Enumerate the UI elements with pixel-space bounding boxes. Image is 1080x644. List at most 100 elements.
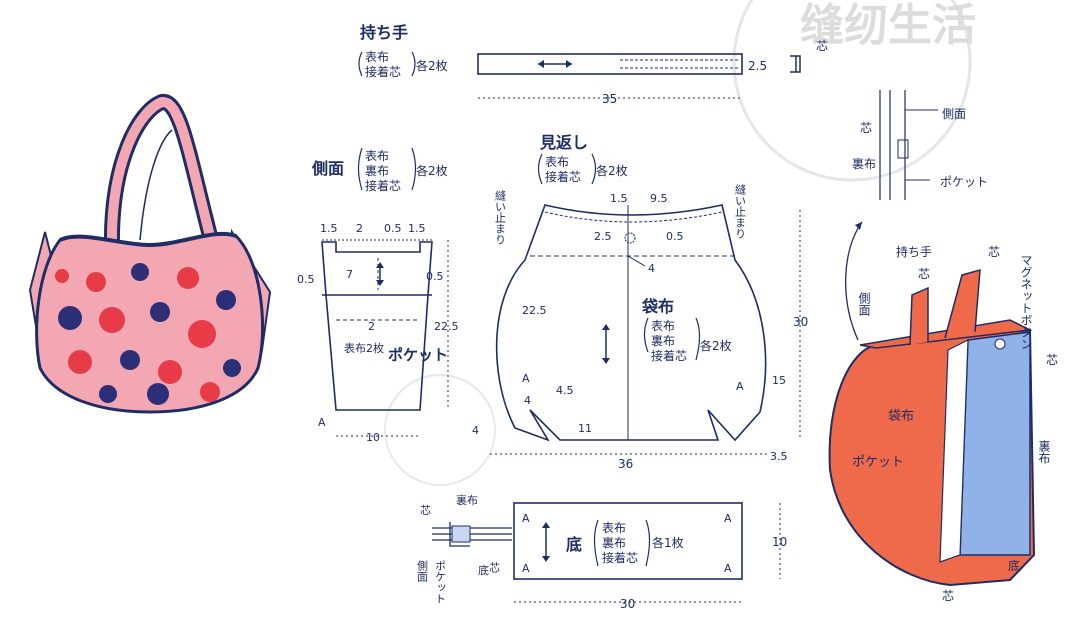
bag-illustration (28, 94, 272, 414)
body-fabric2: 裏布 (651, 333, 675, 348)
facing-dim-3: 2.5 (594, 230, 612, 243)
asm-core-top: 芯 (860, 121, 872, 135)
body-corner-a-right: A (736, 380, 744, 393)
side-inner-dim: 2 (368, 320, 375, 333)
asm-handle: 持ち手 (896, 244, 932, 259)
bag-polka-dots (55, 263, 241, 405)
asm-core-bottom: 芯 (942, 589, 954, 603)
side-width: 10 (366, 431, 380, 444)
bottom-count: 各1枚 (652, 535, 684, 550)
body-piece-outline (495, 204, 767, 442)
bottom-corner-a-tr: A (724, 512, 732, 525)
handle-length: 35 (602, 92, 617, 106)
xsec-pocket: ポケット (434, 560, 447, 604)
side-top-dim-1: 1.5 (320, 222, 338, 235)
bottom-width: 30 (620, 597, 635, 611)
facing-dim-2: 9.5 (650, 192, 668, 205)
body-fabric1: 表布 (651, 319, 675, 333)
bottom-title: 底 (566, 535, 582, 554)
side-corner-a: A (318, 416, 326, 429)
xsec-core: 芯 (420, 503, 431, 517)
facing-count: 各2枚 (596, 163, 628, 178)
side-fabric1: 表布 (365, 149, 389, 163)
asm-core-right: 芯 (1046, 353, 1058, 367)
asm-handle-core2: 芯 (988, 245, 1000, 259)
body-count: 各2枚 (700, 338, 732, 353)
asm-side-top: 側面 (942, 107, 966, 121)
handle-fabric1: 表布 (365, 50, 389, 64)
watermark-text: 缝纫生活 (800, 0, 976, 51)
side-height: 22.5 (434, 320, 459, 333)
side-right-dim: 0.5 (426, 270, 444, 283)
body-side-dim: 22.5 (522, 304, 547, 317)
bottom-fabric2: 裏布 (602, 535, 626, 550)
asm-magnet: マグネットボタン (1019, 254, 1033, 350)
seam-cross-section: 裏布 芯 側面 ポケット 底 芯 (416, 493, 512, 604)
facing-fabric2: 接着芯 (545, 169, 581, 184)
magnet-button-icon (994, 338, 1006, 350)
bottom-corner-a-bl: A (522, 562, 530, 575)
body-height: 30 (793, 315, 808, 329)
side-top-dim-3: 0.5 (384, 222, 402, 235)
side-top-dim-2: 2 (356, 222, 363, 235)
body-title: 袋布 (641, 297, 674, 316)
body-notch-dim-3: 4 (472, 424, 479, 437)
handle-fold-icon (790, 55, 801, 73)
xsec-side: 側面 (416, 560, 429, 582)
asm-pocket-top: ポケット (940, 175, 988, 189)
facing-dim-5: 4 (648, 262, 655, 275)
magnet-mark-icon (624, 232, 636, 244)
bottom-fabric3: 接着芯 (602, 550, 638, 565)
facing-dim-4: 0.5 (666, 230, 684, 243)
asm-lining-shell (959, 331, 1031, 556)
xsec-core2: 芯 (488, 561, 501, 573)
side-fabric3: 接着芯 (365, 178, 401, 193)
body-bottom-dim: 3.5 (770, 450, 788, 463)
side-left-dim: 0.5 (297, 273, 315, 286)
xsec-bottom: 底 (478, 563, 489, 577)
asm-lining: 裏布 (1037, 439, 1051, 465)
side-piece-outline (321, 241, 433, 411)
body-fabric3: 接着芯 (651, 348, 687, 363)
pocket-title: ポケット (388, 346, 448, 364)
body-notch-dim-2: 4.5 (556, 384, 574, 397)
side-fold-dim: 7 (346, 268, 353, 281)
body-notch-dim-4: 11 (578, 422, 592, 435)
body-right-dim: 15 (772, 374, 786, 387)
handle-count: 各2枚 (416, 58, 448, 73)
bottom-corner-a-br: A (724, 562, 732, 575)
side-top-dim-4: 1.5 (408, 222, 426, 235)
body-width: 36 (618, 457, 633, 471)
bottom-corner-a-tl: A (522, 512, 530, 525)
asm-pocket: ポケット (852, 455, 904, 470)
pocket-detail: 表布2枚 (344, 341, 384, 355)
handle-fabric2: 接着芯 (365, 64, 401, 79)
facing-dim-1: 1.5 (610, 192, 628, 205)
body-notch-dim-1: 4 (524, 394, 531, 407)
bottom-height: 10 (772, 535, 787, 549)
assembly-illustration: 側面 芯 裏布 ポケット 持ち手 芯 芯 マグネットボタン 側面 芯 袋布 ポケ… (828, 90, 1058, 603)
bottom-piece-outline (513, 502, 743, 580)
asm-body: 袋布 (888, 409, 914, 424)
body-pattern: 見返し 表布 接着芯 各2枚 縫い止まり 縫い止まり 1.5 9.5 2.5 0… (472, 133, 808, 471)
handle-strip (477, 53, 743, 75)
asm-handle-core: 芯 (918, 267, 930, 281)
asm-side: 側面 (857, 292, 871, 316)
asm-lining-top: 裏布 (852, 156, 876, 171)
xsec-lining: 裏布 (456, 493, 478, 507)
side-title: 側面 (311, 159, 344, 178)
facing-stitch-right: 縫い止まり (734, 183, 747, 239)
watermark: 缝纫生活 (384, 0, 976, 486)
facing-stitch-left: 縫い止まり (494, 189, 507, 245)
handle-title: 持ち手 (360, 23, 408, 42)
side-count: 各2枚 (416, 163, 448, 178)
asm-bottom: 底 (1008, 558, 1020, 573)
facing-fabric1: 表布 (545, 155, 569, 169)
handle-width: 2.5 (748, 59, 767, 73)
facing-title: 見返し (539, 133, 588, 152)
handle-core: 芯 (816, 39, 828, 53)
bottom-fabric1: 表布 (602, 521, 626, 535)
side-pattern: 側面 表布 裏布 接着芯 各2枚 1.5 2 0.5 1.5 7 2 0.5 0… (297, 147, 459, 444)
bottom-pattern: A A A A 底 表布 裏布 接着芯 各1枚 10 30 (513, 502, 787, 611)
